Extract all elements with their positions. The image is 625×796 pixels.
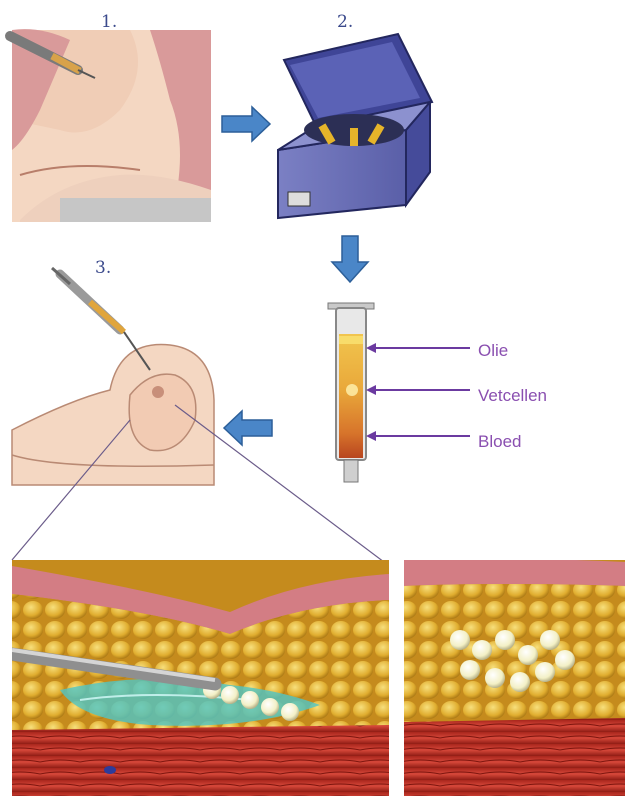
centrifuge-icon xyxy=(278,34,432,218)
panel-liposuction-harvest xyxy=(10,29,211,222)
label-arrows xyxy=(366,343,470,441)
arrow-down-icon xyxy=(332,236,368,282)
arrow-left-icon xyxy=(224,411,272,445)
arrow-right-icon xyxy=(222,107,270,141)
tissue-cross-section-after xyxy=(404,558,625,796)
separated-syringe xyxy=(328,303,374,482)
tissue-cross-section-during xyxy=(12,560,389,796)
panel-fat-injection xyxy=(12,268,214,485)
